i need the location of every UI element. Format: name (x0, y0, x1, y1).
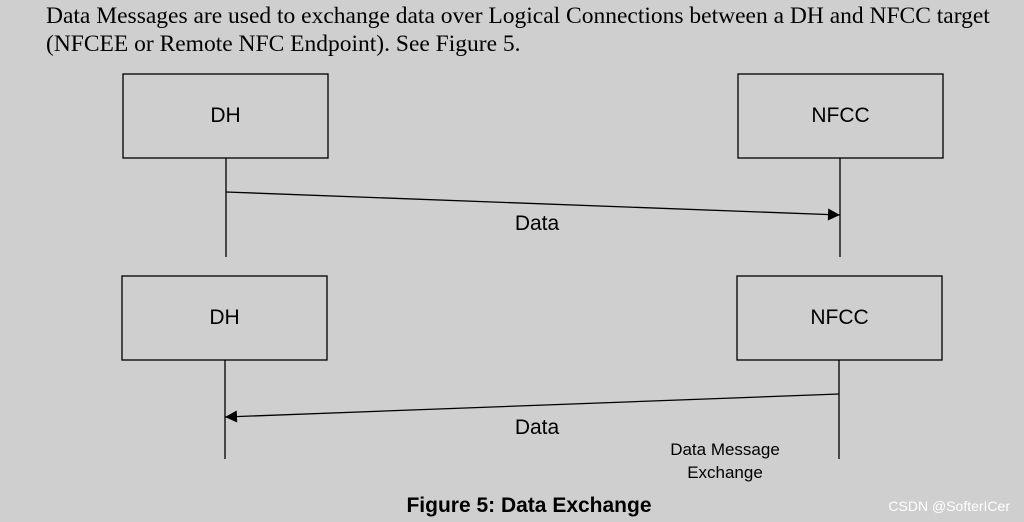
bottom-data-arrow (224, 393, 840, 423)
watermark: CSDN @SofterICer (888, 498, 1010, 514)
intro-paragraph: Data Messages are used to exchange data … (46, 3, 990, 57)
top-nfcc-label: NFCC (811, 104, 869, 127)
bottom-sequence: DH NFCC Data Data Message Exchange (121, 275, 943, 482)
bottom-dh-label: DH (209, 306, 239, 329)
top-data-label: Data (515, 212, 560, 235)
top-sequence: DH NFCC Data (122, 73, 944, 257)
top-data-arrow (225, 191, 841, 221)
data-message-note-line2: Exchange (687, 463, 763, 482)
top-dh-label: DH (210, 104, 240, 127)
figure-caption: Figure 5: Data Exchange (406, 494, 652, 517)
bottom-nfcc-label: NFCC (810, 306, 868, 329)
data-message-note-line1: Data Message (670, 440, 780, 459)
bottom-data-label: Data (515, 416, 560, 439)
